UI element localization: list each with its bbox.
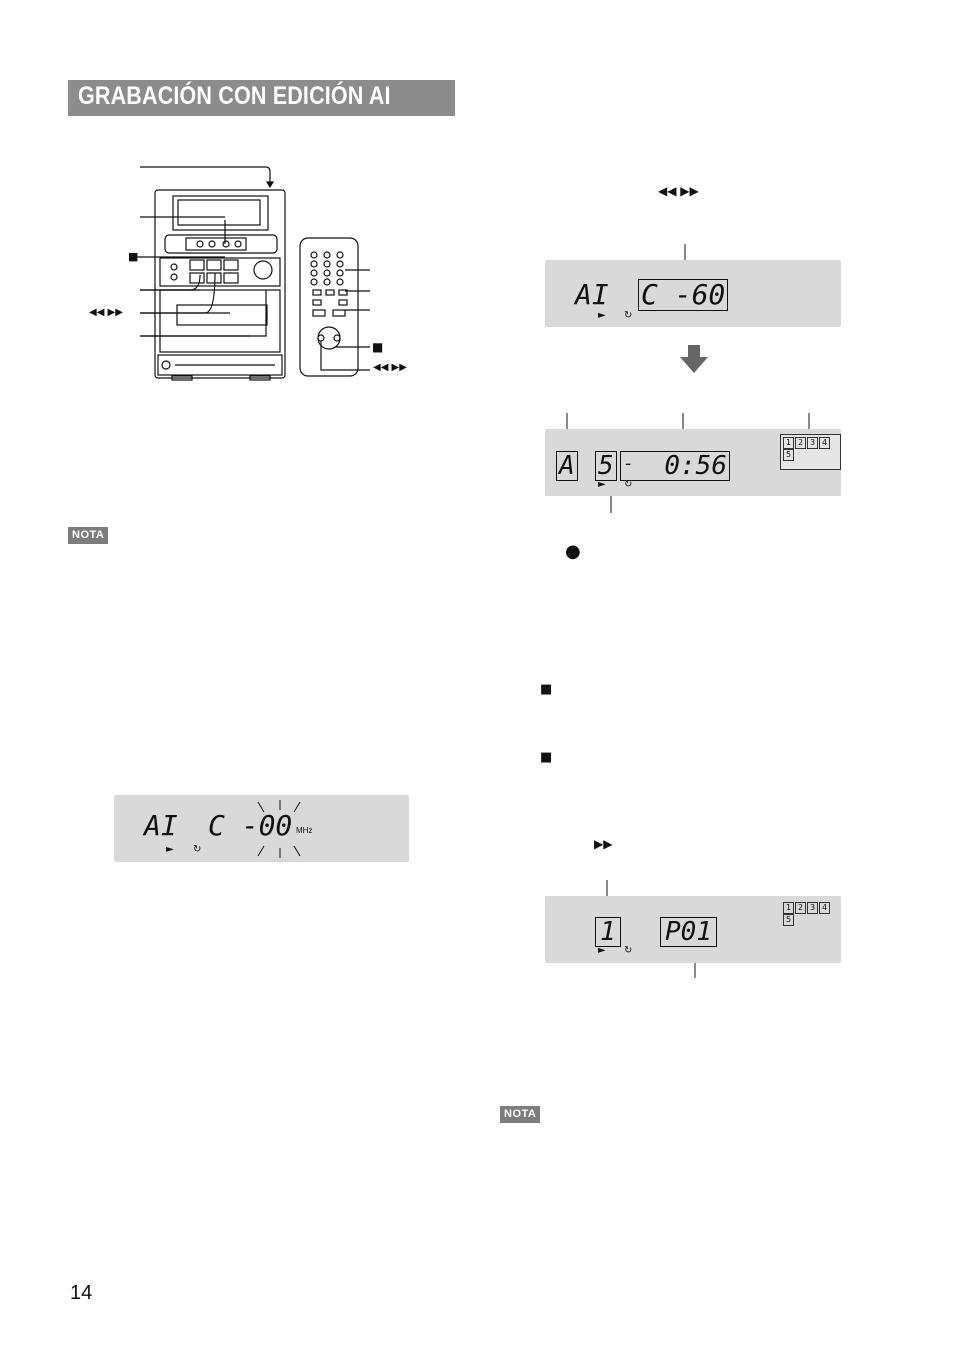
lcd1-play-icon: ► [598,310,606,321]
lcd-value-text: C -00 [208,809,293,842]
lcd2-reverse-icon: ↻ [624,479,633,490]
lcd1-value-text: C -60 [638,279,729,311]
lcd3-play-icon: ► [598,945,606,956]
stop-icon-2: ■ [540,750,553,765]
track-box: 5 [783,914,794,926]
lcd2-track: 5 [595,451,617,481]
lcd1-reverse-icon: ↻ [624,310,633,321]
track-box: 1 [783,902,794,914]
ff-icon: ▶▶ [594,837,613,851]
lcd2-play-icon: ► [598,479,606,490]
rew-ff-label: ◀◀ ▶▶ [89,307,123,318]
lcd3-reverse-icon: ↻ [624,945,633,956]
page-number: 14 [70,1282,93,1304]
track-box: 4 [819,902,830,914]
remote-stop-icon: ■ [372,340,384,354]
nota-badge-right: NOTA [500,1106,541,1123]
play-icon: ► [166,844,174,855]
stop-icon-1: ■ [540,682,553,697]
track-box: 2 [795,437,806,449]
track-box: 2 [795,902,806,914]
down-arrow-icon [680,345,708,373]
lcd2-side: A [556,451,578,481]
lcd-display-1 [545,260,841,327]
lcd3-prog: P01 [660,917,717,947]
lcd2-dash: - [623,453,634,474]
track-box: 5 [783,449,794,461]
track-box: 3 [807,902,818,914]
lcd-display-3 [545,896,841,963]
lcd-ai-text: AI [144,809,178,842]
lcd3-num: 1 [595,917,621,947]
lcd-unit: MHz [296,826,313,835]
lcd2-time: 0:56 [620,451,730,481]
blink-indicator [257,800,301,858]
track-box: 1 [783,437,794,449]
stop-icon: ■ [128,250,139,263]
track-box: 4 [819,437,830,449]
pointer-line [684,244,686,262]
lcd1-ai-text: AI [575,278,609,311]
stereo-illustration [135,166,370,381]
track-box: 3 [807,437,818,449]
rew-ff-symbols: ◀◀ ▶▶ [658,184,699,198]
title-bar [68,80,455,116]
nota-badge-left: NOTA [68,527,109,544]
record-icon: ● [565,541,581,562]
reverse-icon: ↻ [193,844,202,855]
remote-rew-ff-label: ◀◀ ▶▶ [373,362,407,373]
page-title: GRABACIÓN CON EDICIÓN AI [78,82,391,110]
